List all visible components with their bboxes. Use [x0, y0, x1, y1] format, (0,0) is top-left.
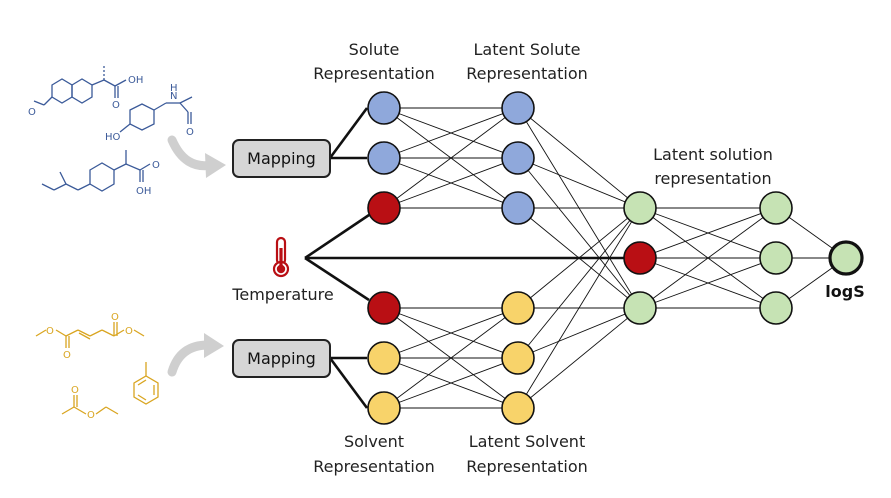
hidden-node-1 — [759, 191, 793, 225]
dimethyl-fumarate-molecule-icon — [35, 322, 145, 348]
paracetamol-molecule-icon — [119, 96, 193, 133]
edge-in2-ls1 — [383, 157, 519, 209]
fumarate-o-top-label: O — [111, 312, 119, 323]
latent-solution-rep-label-line1: Latent solution — [653, 145, 773, 164]
paracetamol-ho-label: HO — [105, 132, 121, 143]
column-labels: Solute Representation Latent Solute Repr… — [313, 40, 864, 476]
naproxen-molecule-icon — [33, 66, 127, 106]
paracetamol-n-label: N — [170, 91, 177, 102]
solvent-molecules-icon — [35, 322, 159, 415]
edge-in5-lv1 — [383, 357, 519, 409]
fumarate-o-left-label: O — [46, 326, 54, 337]
temperature-to-input-temp-top — [304, 213, 370, 260]
temperature-label: Temperature — [231, 285, 333, 304]
ethyl-acetate-o-top-label: O — [71, 385, 79, 396]
paracetamol-h-label: H — [170, 83, 178, 94]
edge-in5-lv0 — [383, 307, 519, 409]
mapping-box-top: Mapping — [232, 139, 331, 178]
latent-solute-node-2 — [501, 141, 535, 175]
latent-solvent-rep-label-line1: Latent Solvent — [469, 432, 585, 451]
mapping-bottom-to-solvent-node-2 — [328, 357, 369, 409]
edge-in1-ls0 — [383, 107, 519, 159]
ibuprofen-oh-label: OH — [136, 186, 151, 197]
solvent-atom-labels: O O O O O O — [46, 312, 133, 421]
input-node-temperature-2 — [367, 291, 401, 325]
network-nodes — [367, 91, 864, 425]
edge-lat4-sol1 — [517, 307, 641, 359]
latent-solute-node-1 — [501, 91, 535, 125]
edge-sol2-hid0 — [639, 207, 777, 309]
edge-sol2-hid1 — [639, 257, 777, 309]
naproxen-oh-label: OH — [128, 75, 143, 86]
edge-sol1-hid0 — [639, 207, 777, 259]
input-connections — [304, 107, 624, 409]
input-node-solute-2 — [367, 141, 401, 175]
latent-solvent-rep-label-line2: Representation — [466, 457, 588, 476]
mapping-box-bottom: Mapping — [232, 339, 331, 378]
solvent-rep-label-line1: Solvent — [344, 432, 404, 451]
mapping-top-to-solute-node-1 — [328, 107, 369, 159]
latent-solute-rep-label-line2: Representation — [466, 64, 588, 83]
solvent-rep-label-line2: Representation — [313, 457, 435, 476]
edge-lat5-sol0 — [517, 207, 641, 409]
edge-in2-ls0 — [383, 107, 519, 209]
toluene-molecule-icon — [133, 362, 159, 405]
fumarate-o-bottom-label: O — [63, 350, 71, 361]
solute-molecules-icon — [33, 66, 193, 192]
latent-solute-node-3 — [501, 191, 535, 225]
ibuprofen-molecule-icon — [41, 150, 151, 192]
naproxen-o-label: O — [112, 100, 120, 111]
edge-lat1-sol0 — [517, 157, 641, 209]
naproxen-ether-o-label: O — [28, 107, 36, 118]
output-node-logs — [828, 240, 864, 276]
edge-lat0-sol0 — [517, 107, 641, 209]
mapping-top-label: Mapping — [247, 149, 316, 168]
ethyl-acetate-molecule-icon — [61, 395, 119, 415]
solution-node-1 — [623, 191, 657, 225]
edge-in4-lv0 — [383, 307, 519, 359]
hidden-node-2 — [759, 241, 793, 275]
input-node-solvent-2 — [367, 391, 401, 425]
fumarate-o-right-label: O — [125, 326, 133, 337]
temperature-to-input-temp-bottom — [304, 256, 370, 302]
solute-rep-label-line2: Representation — [313, 64, 435, 83]
edge-lat4-sol0 — [517, 207, 641, 359]
solution-node-3 — [623, 291, 657, 325]
solute-atom-labels: OH O O HO N H O O OH — [28, 75, 194, 197]
thermometer-icon — [272, 236, 290, 278]
input-node-solvent-1 — [367, 341, 401, 375]
latent-solvent-node-1 — [501, 291, 535, 325]
latent-solution-rep-label-line2: representation — [654, 169, 771, 188]
ethyl-acetate-o-label: O — [87, 410, 95, 421]
latent-solvent-node-3 — [501, 391, 535, 425]
solution-node-temperature — [623, 241, 657, 275]
arrow-solute-head — [205, 153, 226, 178]
output-label: logS — [825, 282, 864, 301]
input-node-temperature-1 — [367, 191, 401, 225]
edge-lat5-sol1 — [517, 307, 641, 409]
hidden-node-3 — [759, 291, 793, 325]
latent-solvent-node-2 — [501, 341, 535, 375]
solute-rep-label-line1: Solute — [349, 40, 400, 59]
ibuprofen-o-label: O — [152, 160, 160, 171]
mapping-arrows — [167, 135, 226, 377]
paracetamol-o-label: O — [186, 127, 194, 138]
arrow-solvent-to-mapping — [167, 340, 213, 377]
mapping-bottom-label: Mapping — [247, 349, 316, 368]
edge-lat1-sol1 — [517, 157, 641, 309]
latent-solute-rep-label-line1: Latent Solute — [474, 40, 581, 59]
input-node-solute-1 — [367, 91, 401, 125]
arrow-solvent-head — [204, 333, 224, 358]
